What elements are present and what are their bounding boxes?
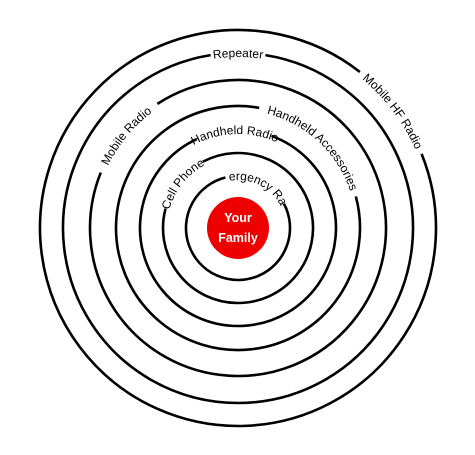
ring-label-repeater: Repeater (212, 46, 264, 62)
ring-label-handheld-radio: Handheld Radio (189, 123, 282, 148)
ring-label-mobile-hf-radio: Mobile HF Radio (360, 71, 426, 152)
ring-cell-phone (161, 151, 315, 305)
ring-label-handheld-accessories: Handheld Accessories (266, 103, 361, 192)
ring-handheld-radio (138, 134, 338, 328)
center-label-line1: Your (224, 211, 252, 225)
ring-repeater (61, 53, 415, 405)
center-family-circle (207, 197, 269, 259)
ring-emergency-radio (184, 176, 292, 282)
ring-handheld-accessories (114, 104, 362, 352)
ring-label-cell-phone: Cell Phone (159, 155, 207, 211)
ring-mobile-hf-radio (38, 28, 438, 428)
center-label-line2: Family (218, 231, 258, 245)
ring-mobile-radio (88, 78, 388, 378)
